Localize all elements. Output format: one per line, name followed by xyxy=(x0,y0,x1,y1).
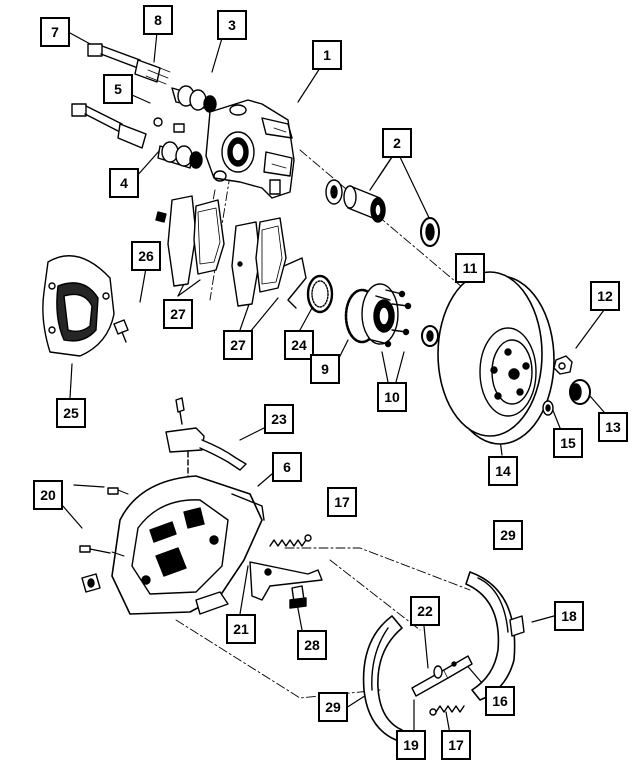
callout-20: 20 xyxy=(33,480,63,510)
bearing-kit xyxy=(325,179,440,247)
callout-23: 23 xyxy=(264,404,294,434)
splash-shield xyxy=(42,255,115,357)
brake-pads xyxy=(155,195,307,309)
caliper-bushings xyxy=(153,85,217,169)
hub-nut xyxy=(421,325,439,347)
caliper xyxy=(205,99,295,199)
callout-4: 4 xyxy=(109,168,139,198)
callout-29-right: 29 xyxy=(493,520,523,550)
callout-2: 2 xyxy=(382,128,412,158)
adjuster-spring-lower xyxy=(429,705,465,716)
callout-26: 26 xyxy=(131,241,161,271)
brake-rotor xyxy=(437,271,555,445)
callout-11: 11 xyxy=(455,253,485,283)
callout-1: 1 xyxy=(312,40,342,70)
callout-27-left: 27 xyxy=(163,299,193,329)
callout-14: 14 xyxy=(488,456,518,486)
callout-6: 6 xyxy=(272,452,302,482)
shield-bolt xyxy=(113,319,129,343)
callout-12: 12 xyxy=(590,281,620,311)
brake-shoe-right xyxy=(465,571,525,701)
callout-13: 13 xyxy=(598,412,628,442)
adjuster-screw xyxy=(411,655,473,697)
callout-7: 7 xyxy=(40,17,70,47)
callout-17-upper: 17 xyxy=(327,487,357,517)
guide-pin-bolts xyxy=(71,43,171,149)
hub-assembly xyxy=(344,283,412,348)
callout-17-lower: 17 xyxy=(441,730,471,760)
callout-24: 24 xyxy=(284,330,314,360)
callout-8: 8 xyxy=(143,5,173,35)
callout-10: 10 xyxy=(377,382,407,412)
brake-shoe-left xyxy=(362,615,403,741)
callout-22: 22 xyxy=(410,596,440,626)
parking-brake-lever xyxy=(165,397,247,481)
callout-29-left: 29 xyxy=(318,692,348,722)
tone-ring-seal xyxy=(306,274,334,314)
callout-19: 19 xyxy=(396,730,426,760)
callout-9: 9 xyxy=(310,354,340,384)
callout-25: 25 xyxy=(56,398,86,428)
backing-plate xyxy=(79,475,265,615)
callout-5: 5 xyxy=(103,74,133,104)
park-brake-strut xyxy=(249,561,323,609)
callout-3: 3 xyxy=(217,10,247,40)
callout-21: 21 xyxy=(226,614,256,644)
adjuster-spring-upper xyxy=(269,534,312,547)
callout-16: 16 xyxy=(485,686,515,716)
callout-15: 15 xyxy=(553,428,583,458)
callout-27-right: 27 xyxy=(223,330,253,360)
callout-18: 18 xyxy=(554,601,584,631)
wheel-hardware xyxy=(542,355,591,416)
callout-28: 28 xyxy=(297,630,327,660)
